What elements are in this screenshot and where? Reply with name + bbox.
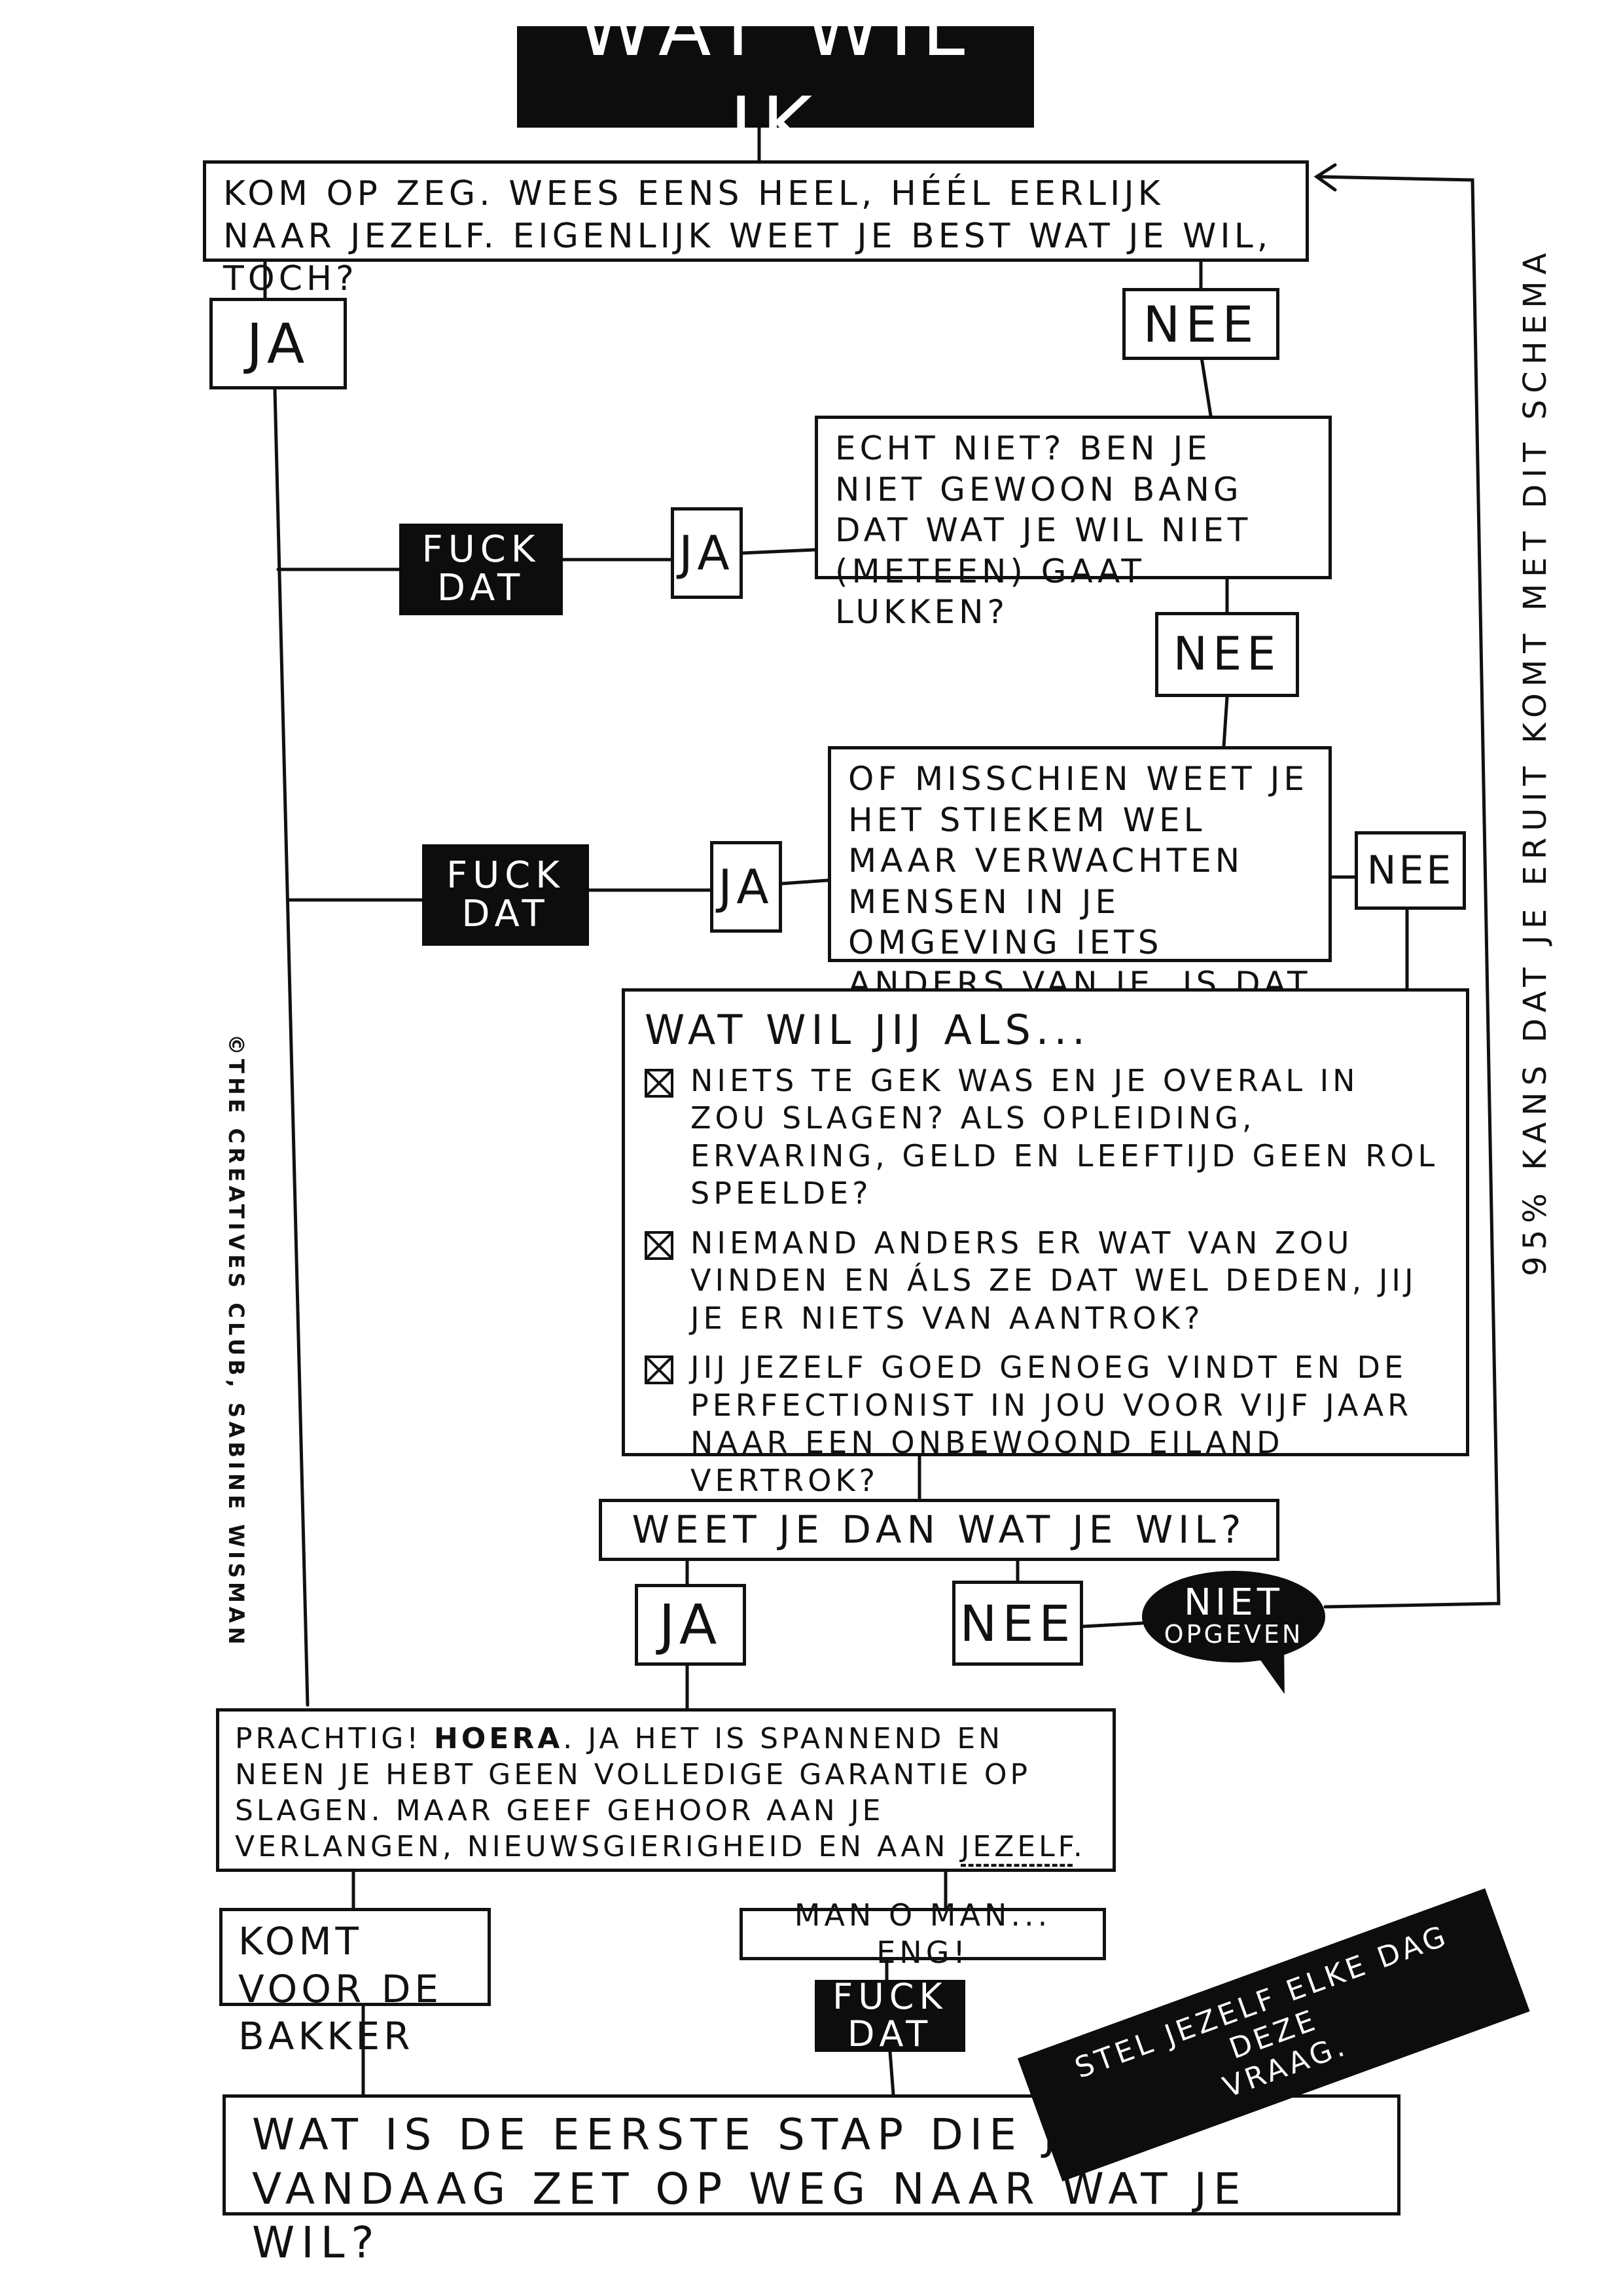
q5-nee-label: NEE: [959, 1594, 1076, 1653]
page-title: WAT WIL IK: [517, 0, 1034, 170]
q5-ja-box: JA: [635, 1584, 746, 1666]
komt-voor-de-bakker-text: KOMT VOOR DE BAKKER: [238, 1919, 443, 2058]
copyright-credit: ©THE CREATIVES CLUB, SABINE WISMAN: [224, 1034, 249, 1649]
q3-nee-label: NEE: [1366, 847, 1454, 893]
q3-fuck-dat-label: FUCK DAT: [422, 844, 589, 946]
checklist-item-text: NIEMAND ANDERS ER WAT VAN ZOU VINDEN EN …: [690, 1225, 1418, 1336]
q1-nee-label: NEE: [1143, 295, 1259, 353]
checklist-item: JIJ JEZELF GOED GENOEG VINDT EN DE PERFE…: [645, 1349, 1446, 1499]
r1-fuck-dat-text: FUCK DAT: [832, 1976, 948, 2054]
result-prachtig-body: . JA HET IS SPANNEND EN NEEN JE HEBT GEE…: [235, 1722, 1031, 1863]
checked-box-icon: [645, 1230, 673, 1260]
q2-ja-box: JA: [671, 507, 743, 599]
question-eerlijk: KOM OP ZEG. WEES EENS HEEL, HÉÉL EERLIJK…: [203, 160, 1309, 298]
q1-ja-label: JA: [246, 311, 310, 376]
page-title-text: WAT WIL IK: [577, 0, 974, 170]
q5-nee-box: NEE: [952, 1581, 1083, 1666]
r1-fuck-dat-label: FUCK DAT: [815, 1976, 965, 2054]
question-omgeving: OF MISSCHIEN WEET JE HET STIEKEM WEL MAA…: [828, 746, 1332, 1043]
q2-fuck-dat-text: FUCK DAT: [421, 528, 541, 609]
q1-ja-box: JA: [209, 298, 347, 389]
q3-nee-box: NEE: [1355, 831, 1466, 910]
q2-nee-label: NEE: [1173, 627, 1281, 681]
result-prachtig-intro: PRACHTIG!: [235, 1722, 422, 1755]
q5-ja-label: JA: [658, 1592, 722, 1657]
question-weet-je: WEET JE DAN WAT JE WIL?: [599, 1499, 1279, 1561]
q3-ja-label: JA: [718, 859, 774, 914]
result-jezelf: JEZELF: [961, 1830, 1073, 1863]
result-prachtig-end: .: [1073, 1830, 1086, 1863]
result-prachtig: PRACHTIG! HOERA. JA HET IS SPANNEND EN N…: [216, 1708, 1116, 1872]
bubble-line-2: OPGEVEN: [1164, 1620, 1304, 1649]
checklist-item: NIETS TE GEK WAS EN JE OVERAL IN ZOU SLA…: [645, 1062, 1446, 1213]
checklist-box: WAT WIL JIJ ALS... NIETS TE GEK WAS EN J…: [622, 988, 1469, 1498]
q1-nee-box: NEE: [1122, 288, 1279, 360]
question-eerlijk-text: KOM OP ZEG. WEES EENS HEEL, HÉÉL EERLIJK…: [223, 174, 1272, 298]
man-o-man-eng-text: MAN O MAN... ENG!: [794, 1897, 1052, 1971]
checklist-item-text: JIJ JEZELF GOED GENOEG VINDT EN DE PERFE…: [690, 1350, 1413, 1498]
result-hoera: HOERA: [434, 1722, 563, 1755]
niet-opgeven-bubble: NIET OPGEVEN: [1142, 1571, 1325, 1662]
checklist-heading: WAT WIL JIJ ALS...: [645, 1006, 1090, 1054]
q3-ja-box: JA: [710, 841, 782, 933]
checklist-item: NIEMAND ANDERS ER WAT VAN ZOU VINDEN EN …: [645, 1225, 1446, 1338]
checklist-item-text: NIETS TE GEK WAS EN JE OVERAL IN ZOU SLA…: [690, 1062, 1439, 1211]
bubble-line-1: NIET: [1184, 1581, 1283, 1624]
q2-fuck-dat-label: FUCK DAT: [399, 524, 563, 615]
question-weet-je-text: WEET JE DAN WAT JE WIL?: [632, 1507, 1247, 1552]
side-note-95-percent: 95% KANS DAT JE ERUIT KOMT MET DIT SCHEM…: [1517, 246, 1554, 1276]
q2-nee-box: NEE: [1155, 612, 1299, 697]
komt-voor-de-bakker-box: KOMT VOOR DE BAKKER: [219, 1908, 491, 2058]
question-bang: ECHT NIET? BEN JE NIET GEWOON BANG DAT W…: [815, 416, 1332, 631]
checked-box-icon: [645, 1068, 673, 1098]
question-bang-text: ECHT NIET? BEN JE NIET GEWOON BANG DAT W…: [835, 429, 1252, 631]
man-o-man-eng-box: MAN O MAN... ENG!: [740, 1897, 1106, 1970]
checked-box-icon: [645, 1355, 673, 1384]
q2-ja-label: JA: [679, 526, 735, 581]
q3-fuck-dat-text: FUCK DAT: [446, 853, 565, 935]
